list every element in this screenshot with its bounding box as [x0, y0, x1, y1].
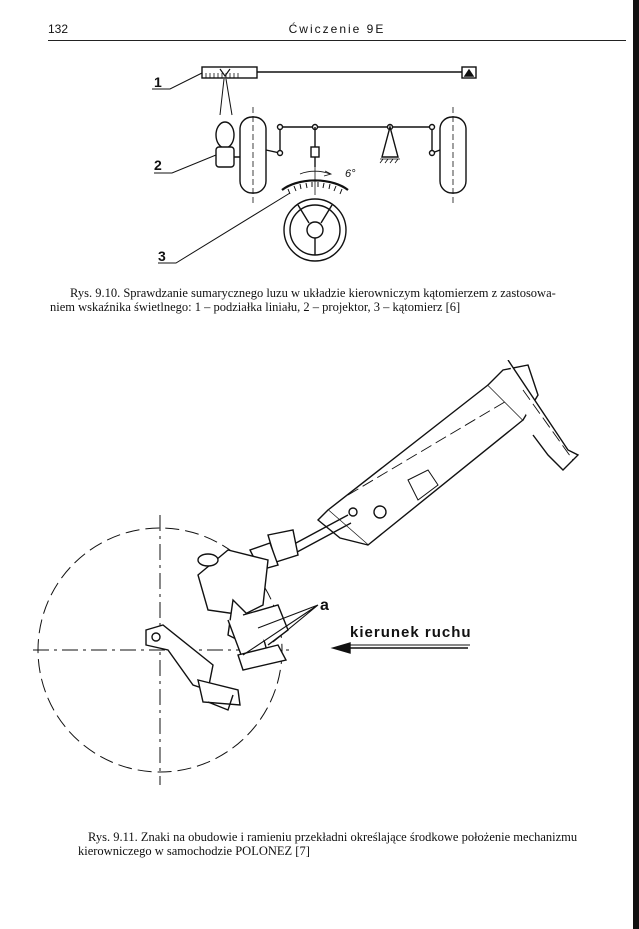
steering-wheel	[283, 198, 347, 262]
steering-column	[316, 360, 580, 546]
figure-9-11-caption-line-1: Rys. 9.11. Znaki na obudowie i ramieniu …	[88, 830, 578, 844]
figure-9-11-caption: Rys. 9.11. Znaki na obudowie i ramieniu …	[78, 830, 628, 858]
figure-9-10-caption: Rys. 9.10. Sprawdzanie sumarycznego luzu…	[50, 286, 626, 314]
ruler-scale	[201, 66, 477, 79]
scan-edge-shadow	[633, 0, 639, 929]
angle-label: 6°	[345, 168, 356, 180]
label-2: 2	[154, 157, 162, 173]
pitman-arm	[145, 624, 288, 711]
projector	[215, 121, 258, 168]
direction-arrow	[330, 642, 468, 654]
protractor	[281, 163, 349, 195]
page-header: 132 Ćwiczenie 9E	[48, 22, 626, 41]
page-number: 132	[48, 22, 69, 36]
figure-9-11-caption-line-2: kierowniczego w samochodzie POLONEZ [7]	[78, 844, 310, 858]
marker-a-label: a	[320, 597, 329, 614]
label-1: 1	[154, 74, 162, 90]
label-3: 3	[158, 248, 166, 264]
running-title: Ćwiczenie 9E	[288, 22, 386, 36]
figure-9-10-caption-line-1: Rys. 9.10. Sprawdzanie sumarycznego luzu…	[70, 286, 556, 300]
figure-9-10-caption-line-2: niem wskaźnika świetlnego: 1 – podziałka…	[50, 300, 461, 314]
direction-label: kierunek ruchu	[350, 624, 472, 641]
figure-9-11-steering-gear-drawing: a kierunek ruchu	[33, 360, 580, 785]
figure-9-10-steering-diagram: 6° 1 2 3	[152, 66, 477, 264]
